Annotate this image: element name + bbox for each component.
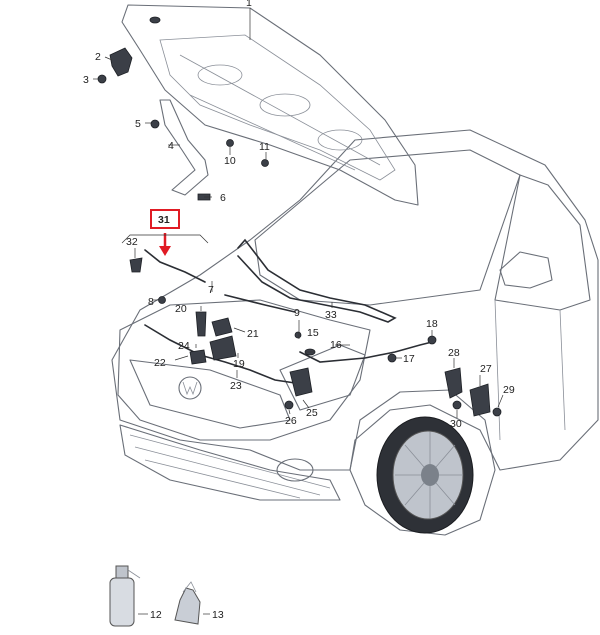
handle-28 bbox=[444, 367, 463, 399]
callout-8: 8 bbox=[148, 296, 154, 308]
bolt-18 bbox=[427, 335, 437, 345]
windshield bbox=[254, 149, 521, 306]
callout-23: 23 bbox=[230, 380, 242, 392]
callout-18: 18 bbox=[426, 318, 438, 330]
callout-27: 27 bbox=[480, 363, 492, 375]
clip-17 bbox=[387, 353, 397, 363]
release-cable-front bbox=[144, 324, 296, 384]
hood-clip-hole bbox=[149, 16, 161, 24]
latch-21 bbox=[211, 317, 233, 337]
callout-32: 32 bbox=[126, 236, 138, 248]
callout-9: 9 bbox=[294, 307, 300, 319]
callout-10: 10 bbox=[224, 155, 236, 167]
spray-can bbox=[109, 565, 141, 627]
highlight-box-31 bbox=[150, 209, 180, 229]
hood-hinge bbox=[109, 47, 133, 77]
callout-17: 17 bbox=[403, 353, 415, 365]
brand-emblem bbox=[178, 376, 202, 400]
callout-26: 26 bbox=[285, 415, 297, 427]
lower-grille-slats bbox=[129, 434, 331, 499]
hood-inner-ribs bbox=[179, 54, 381, 171]
group-bracket-31 bbox=[121, 234, 209, 244]
side-mirror bbox=[499, 251, 553, 289]
hinge-arm bbox=[159, 99, 209, 196]
lower-grille bbox=[119, 424, 341, 501]
front-fascia bbox=[117, 299, 371, 441]
callout-20: 20 bbox=[175, 303, 187, 315]
grease-bag bbox=[174, 581, 201, 625]
callout-29: 29 bbox=[503, 384, 515, 396]
release-cable bbox=[299, 341, 433, 363]
front-wheel bbox=[376, 416, 474, 534]
grille bbox=[129, 359, 291, 429]
car-side-panel bbox=[111, 129, 599, 471]
callout-5: 5 bbox=[135, 118, 141, 130]
callout-22: 22 bbox=[154, 357, 166, 369]
callout-15: 15 bbox=[307, 327, 319, 339]
latch-19 bbox=[209, 335, 237, 361]
bolt-30 bbox=[452, 400, 462, 410]
callout-21: 21 bbox=[247, 328, 259, 340]
fog-light bbox=[276, 458, 314, 482]
bolt-5 bbox=[150, 119, 160, 129]
hood-seal bbox=[237, 238, 397, 323]
callout-28: 28 bbox=[448, 347, 460, 359]
bolt-26 bbox=[284, 400, 294, 410]
front-seal-strip bbox=[144, 249, 206, 283]
callout-labels: 1 2 3 4 5 6 7 8 9 10 11 12 13 14 15 16 1… bbox=[83, 0, 515, 621]
callout-30: 30 bbox=[450, 418, 462, 430]
callout-2: 2 bbox=[95, 51, 101, 63]
callout-33: 33 bbox=[325, 309, 337, 321]
callout-13: 13 bbox=[212, 609, 224, 621]
latch-25 bbox=[289, 367, 313, 397]
hinge-nut bbox=[97, 74, 107, 84]
callout-4: 4 bbox=[168, 140, 174, 152]
bracket-27 bbox=[469, 383, 491, 417]
clip-29 bbox=[492, 407, 502, 417]
radiator-seal-strip bbox=[224, 294, 296, 313]
callout-31: 31 bbox=[158, 214, 170, 226]
leader-lines bbox=[93, 8, 504, 615]
hood-outline bbox=[121, 4, 419, 206]
headlight bbox=[279, 344, 366, 411]
callout-24: 24 bbox=[178, 340, 190, 352]
highlight-arrowhead bbox=[159, 246, 171, 256]
side-window bbox=[494, 174, 591, 311]
hood-panel bbox=[121, 4, 419, 206]
wheel-arch bbox=[349, 389, 496, 536]
latch-24 bbox=[189, 349, 207, 365]
callout-1: 1 bbox=[246, 0, 252, 9]
callout-11: 11 bbox=[259, 141, 270, 153]
callout-7: 7 bbox=[208, 284, 214, 296]
callout-25: 25 bbox=[306, 407, 318, 419]
callout-12: 12 bbox=[150, 609, 162, 621]
hood-inner-frame bbox=[159, 34, 396, 181]
callout-3: 3 bbox=[83, 74, 89, 86]
bolt-8 bbox=[158, 296, 166, 304]
bolt-11 bbox=[261, 159, 269, 167]
callout-16: 16 bbox=[330, 339, 342, 351]
car-body bbox=[111, 129, 599, 536]
bolt-9 bbox=[294, 331, 302, 339]
clip-32 bbox=[129, 257, 143, 273]
latch-20 bbox=[195, 311, 207, 337]
bolt-10 bbox=[226, 139, 234, 147]
callout-6: 6 bbox=[220, 192, 226, 204]
callout-19: 19 bbox=[233, 358, 245, 370]
